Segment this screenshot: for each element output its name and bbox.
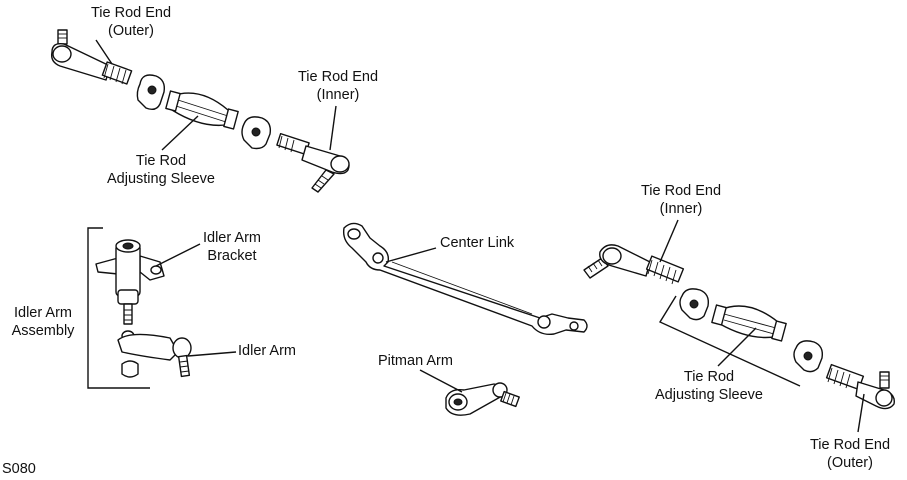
right-clamp-right: [793, 340, 824, 373]
right-tie-rod-assembly: [583, 244, 895, 410]
figure-code: S080: [2, 461, 36, 477]
idler-arm-part: [117, 330, 192, 378]
leader-lines: [95, 39, 865, 433]
label-idler-arm-bracket: Idler Arm Bracket: [202, 230, 261, 264]
right-sleeve-bracket-line: [658, 295, 801, 387]
label-tie-rod-end-outer-right: Tie Rod End (Outer): [809, 437, 891, 471]
right-adjusting-sleeve: [711, 304, 787, 342]
right-inner-tie-rod-end: [583, 244, 685, 285]
upper-inner-tie-rod-end: [276, 132, 350, 193]
label-idler-arm-assembly: Idler Arm Assembly: [11, 305, 75, 339]
upper-tie-rod-assembly: [50, 29, 350, 193]
label-tie-rod-end-inner-right: Tie Rod End (Inner): [640, 183, 722, 217]
right-outer-tie-rod-end: [825, 363, 895, 410]
label-tie-rod-end-inner-top: Tie Rod End (Inner): [297, 69, 379, 103]
label-tie-rod-adjusting-sleeve-top: Tie Rod Adjusting Sleeve: [106, 153, 215, 187]
center-link-part: [342, 222, 588, 336]
idler-arm-bracket-part: [95, 239, 165, 325]
label-tie-rod-adjusting-sleeve-right: Tie Rod Adjusting Sleeve: [654, 369, 763, 403]
right-clamp-left: [679, 288, 710, 321]
label-pitman-arm: Pitman Arm: [378, 353, 453, 369]
pitman-arm-part: [445, 382, 520, 416]
label-tie-rod-end-outer-top: Tie Rod End (Outer): [90, 5, 172, 39]
upper-adjusting-sleeve: [165, 90, 239, 130]
label-idler-arm: Idler Arm: [238, 343, 297, 359]
idler-arm-assembly: [87, 227, 192, 389]
idler-assembly-bracket-line: [87, 227, 150, 389]
upper-clamp-left: [136, 74, 166, 111]
right-sleeve-leader: [717, 327, 757, 367]
upper-clamp-right: [241, 116, 272, 150]
label-center-link: Center Link: [440, 235, 515, 251]
upper-outer-tie-rod-end: [50, 29, 133, 85]
